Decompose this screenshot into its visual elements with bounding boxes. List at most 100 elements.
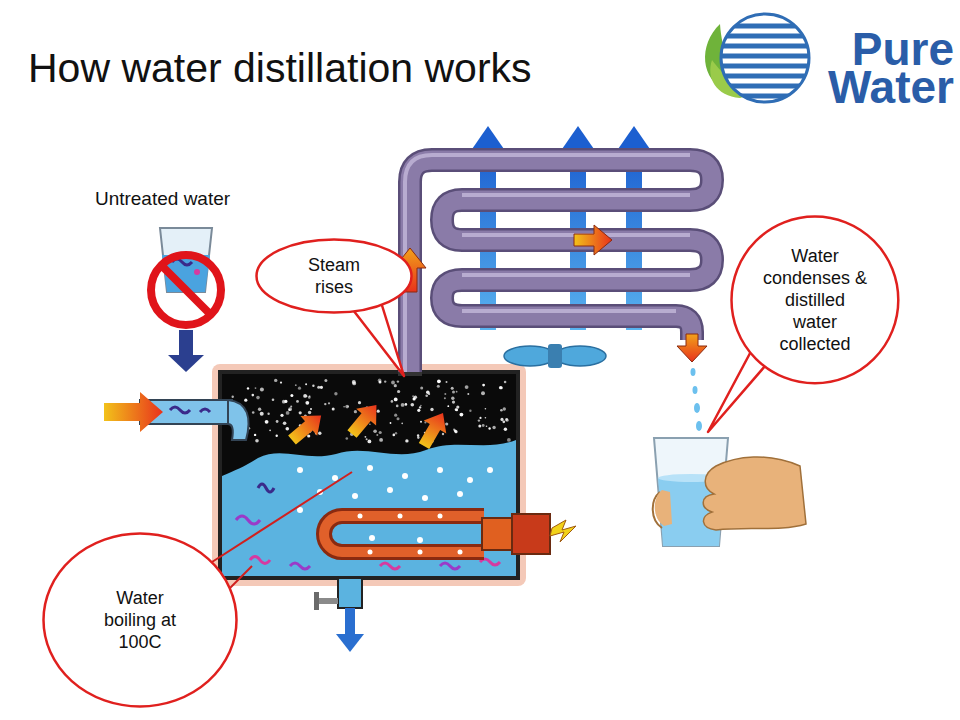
distilled-drops xyxy=(691,368,696,376)
cooling-fan xyxy=(548,344,562,368)
steam-dot xyxy=(373,429,377,433)
steam-dot xyxy=(504,381,507,384)
steam-dot xyxy=(482,384,485,387)
drain-valve xyxy=(338,578,362,608)
untreated-glass xyxy=(194,269,200,275)
steam-dot xyxy=(269,429,271,431)
steam-dots xyxy=(228,379,510,444)
steam-dot xyxy=(252,394,255,397)
water-bubbles xyxy=(332,475,338,481)
steam-dot xyxy=(437,379,441,383)
steam-dot xyxy=(478,419,480,421)
steam-dot xyxy=(454,430,457,433)
steam-arrows xyxy=(284,397,455,453)
diagram-title: How water distillation works xyxy=(28,44,678,92)
steam-dot xyxy=(467,393,469,395)
steam-dot xyxy=(485,417,487,419)
steam-dot xyxy=(486,425,488,427)
steam-dot xyxy=(295,384,297,386)
steam-dot xyxy=(358,401,361,404)
steam-dot xyxy=(394,414,397,417)
heating-element xyxy=(438,514,443,519)
heating-element xyxy=(324,516,484,552)
logo-mark xyxy=(705,14,809,102)
hand xyxy=(703,457,806,530)
steam-dot xyxy=(352,380,356,384)
steam-arrows xyxy=(413,407,455,453)
distilled-drops xyxy=(694,403,700,413)
part-label: Untreated water xyxy=(60,187,265,211)
steam-dot xyxy=(465,385,469,389)
boiler-tank xyxy=(220,372,518,578)
water-bubbles xyxy=(457,491,463,497)
steam-dot xyxy=(384,380,386,382)
steam-dot xyxy=(391,381,395,385)
steam-dot xyxy=(256,396,260,400)
steam-dot xyxy=(417,436,420,439)
steam-dot xyxy=(481,391,485,395)
steam-dot xyxy=(445,422,448,425)
steam-dot xyxy=(305,383,307,385)
steam-dot xyxy=(437,385,440,388)
steam-dot xyxy=(324,403,326,405)
drain-valve xyxy=(314,592,319,610)
callout-ellipse xyxy=(44,534,237,707)
condenser-coil xyxy=(405,155,712,372)
steam-dot xyxy=(376,434,378,436)
steam-dot xyxy=(395,432,397,434)
steam-dot xyxy=(309,395,311,397)
steam-dot xyxy=(280,414,283,417)
hand xyxy=(653,457,806,530)
steam-dot xyxy=(247,387,249,389)
steam-dot xyxy=(394,384,397,387)
steam-dot xyxy=(260,412,264,416)
leader-line xyxy=(212,472,352,588)
steam-dot xyxy=(394,398,398,402)
steam-dot xyxy=(411,403,415,407)
steam-dot xyxy=(254,434,256,436)
steam-dot xyxy=(260,388,264,392)
steam-dot xyxy=(430,408,433,411)
drain-valve xyxy=(316,598,338,604)
steam-dot xyxy=(455,408,458,411)
steam-dot xyxy=(317,386,320,389)
title-box: How water distillation works xyxy=(28,44,678,92)
distilled-drops xyxy=(691,368,703,431)
steam-dot xyxy=(444,397,446,399)
steam-dot xyxy=(414,396,417,399)
steam-dot xyxy=(405,439,408,442)
steam-dot xyxy=(255,387,257,389)
callout-text: Water condenses & distilled water collec… xyxy=(761,245,869,355)
steam-dot xyxy=(391,400,394,403)
water-bubbles xyxy=(467,477,473,483)
steam-dot xyxy=(405,403,408,406)
steam-flow-arrows xyxy=(677,334,707,362)
callout-text: Steam rises xyxy=(301,254,367,298)
steam-dot xyxy=(442,433,444,435)
steam-dot xyxy=(377,410,380,413)
callout-text-area: Water condenses & distilled water collec… xyxy=(730,215,900,385)
steam-dot xyxy=(346,437,349,440)
steam-dot xyxy=(378,379,382,383)
drain-valve xyxy=(314,578,364,652)
steam-dot xyxy=(396,405,399,408)
steam-dot xyxy=(258,408,261,411)
heating-element xyxy=(550,520,576,542)
steam-dot xyxy=(379,438,383,442)
steam-dot xyxy=(303,394,307,398)
steam-dot xyxy=(479,417,481,419)
callout-tail xyxy=(350,299,772,432)
steam-dot xyxy=(425,395,428,398)
steam-dot xyxy=(366,438,368,440)
contaminants xyxy=(258,484,274,492)
steam-dot xyxy=(308,411,311,414)
water-bubbles xyxy=(352,493,358,499)
inlet-pipe xyxy=(170,407,210,413)
steam-dot xyxy=(444,393,446,395)
feed-arrow xyxy=(168,330,204,372)
logo-wordmark: Pure Water xyxy=(812,30,954,106)
steam-dot xyxy=(505,418,508,421)
contaminants xyxy=(290,563,310,569)
drain-valve xyxy=(345,608,355,636)
logo-mark xyxy=(721,26,809,96)
